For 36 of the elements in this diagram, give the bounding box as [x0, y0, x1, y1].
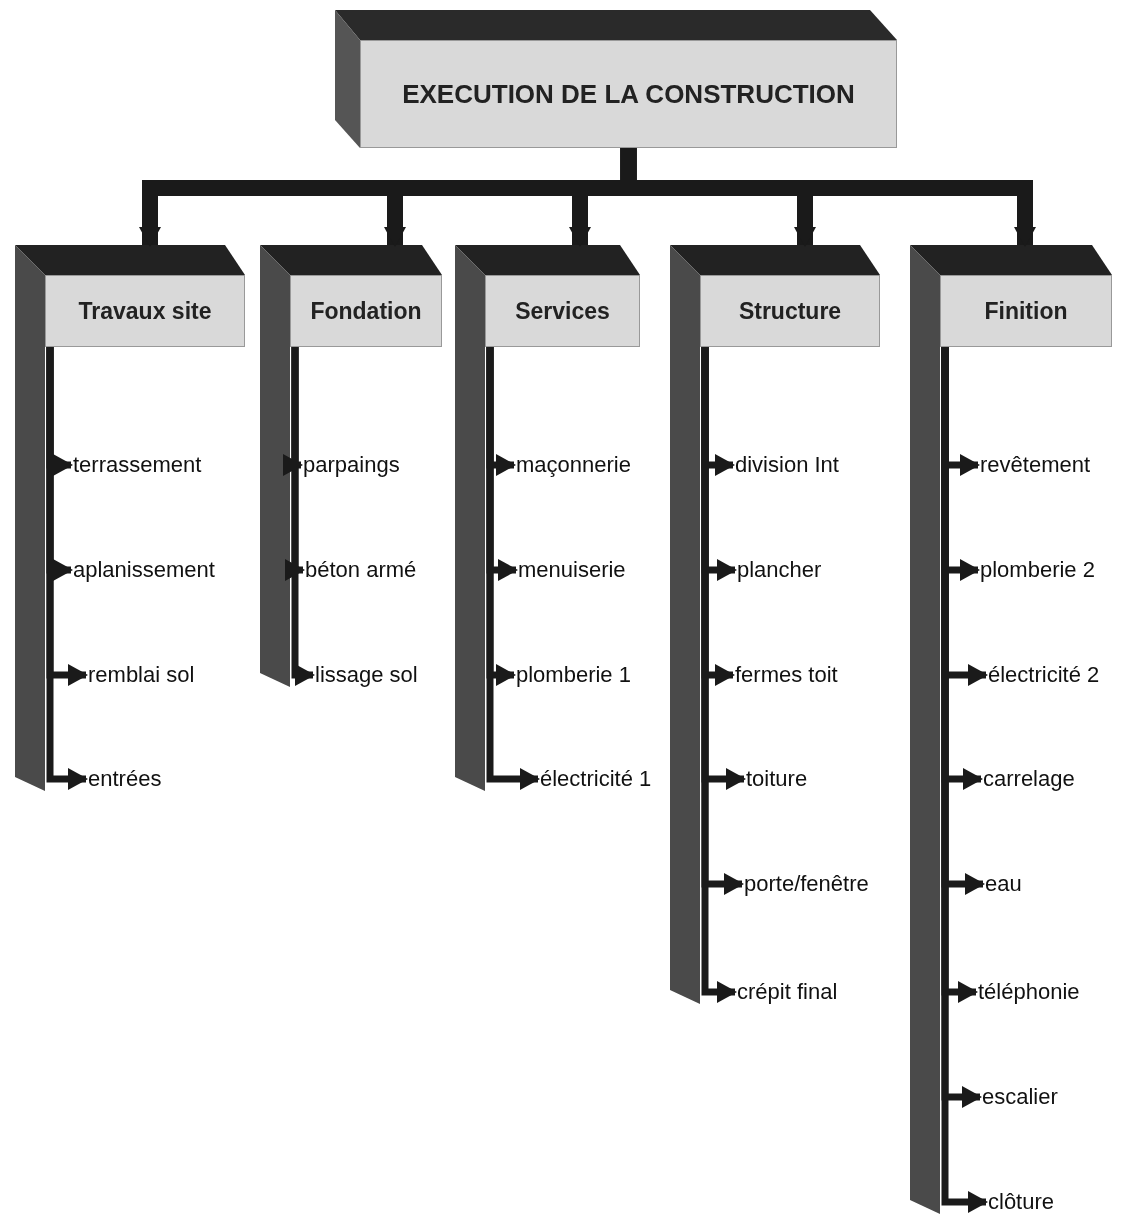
task-label: plomberie 1	[516, 661, 631, 689]
task-label: clôture	[988, 1188, 1055, 1215]
title-box: EXECUTION DE LA CONSTRUCTION	[360, 40, 897, 148]
category-box: Fondation	[290, 275, 442, 347]
task-label: remblai sol	[88, 661, 195, 689]
arrow	[620, 148, 1036, 247]
task-label: téléphonie	[978, 978, 1080, 1006]
task-label: eau	[985, 870, 1022, 898]
task-label: plancher	[737, 556, 822, 584]
task-label: terrassement	[73, 451, 202, 479]
task-label: électricité 1	[540, 765, 652, 793]
task-label: crépit final	[737, 978, 838, 1006]
arrow	[291, 347, 315, 686]
task-label: fermes toit	[735, 661, 838, 689]
task-label: entrées	[88, 765, 162, 793]
task-label: électricité 2	[988, 661, 1100, 689]
category-box: Services	[485, 275, 640, 347]
category-box: Finition	[940, 275, 1112, 347]
task-label: béton armé	[305, 556, 417, 584]
task-label: toiture	[746, 765, 808, 793]
category-box: Structure	[700, 275, 880, 347]
task-label: porte/fenêtre	[744, 870, 869, 898]
task-label: lissage sol	[315, 661, 418, 689]
task-label: maçonnerie	[516, 451, 631, 479]
arrow	[46, 347, 88, 790]
arrow	[486, 347, 540, 790]
arrow	[701, 347, 737, 1003]
task-label: plomberie 2	[980, 556, 1095, 584]
task-label: division Int	[735, 451, 839, 479]
category-box: Travaux site	[45, 275, 245, 347]
task-label: parpaings	[303, 451, 400, 479]
task-label: escalier	[982, 1083, 1058, 1111]
task-label: aplanissement	[73, 556, 215, 584]
task-label: revêtement	[980, 451, 1091, 479]
task-label: menuiserie	[518, 556, 626, 584]
task-label: carrelage	[983, 765, 1075, 793]
